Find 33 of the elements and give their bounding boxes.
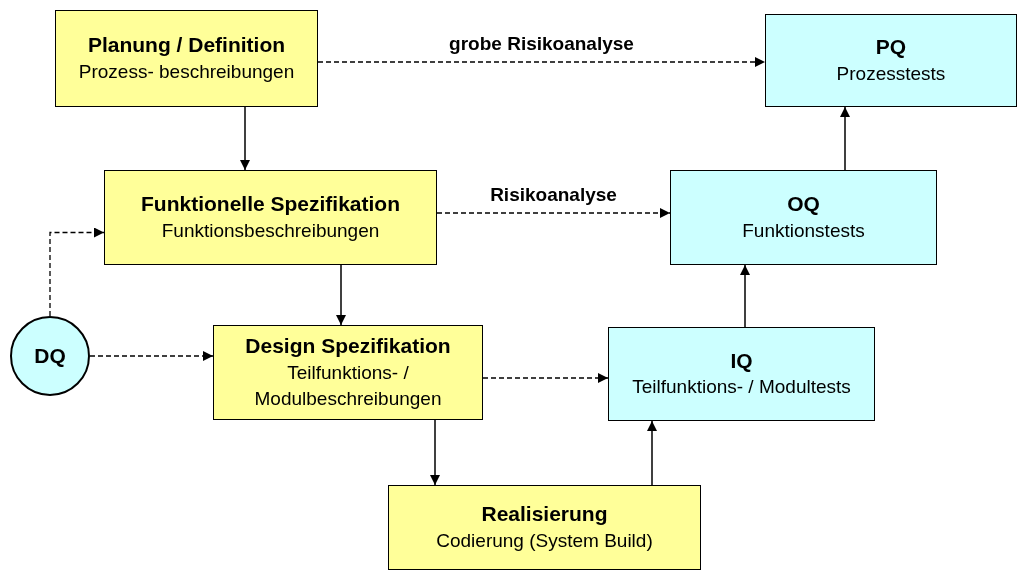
box-description: Codierung (System Build) (435, 528, 654, 553)
arrow (840, 106, 850, 171)
box-heading: OQ (787, 191, 820, 218)
box-description: Prozesstests (835, 61, 947, 86)
box-heading: Design Spezifikation (245, 333, 451, 360)
box-heading: IQ (730, 347, 753, 374)
dashed-arrow (436, 208, 671, 218)
box-heading: Planung / Definition (87, 32, 286, 59)
box-heading: Funktionelle Spezifikation (141, 191, 400, 218)
arrow (647, 420, 657, 486)
process-box (388, 485, 701, 570)
process-box (213, 325, 483, 420)
box-description: Funktionsbeschreibungen (160, 218, 381, 243)
dashed-arrow (89, 351, 214, 361)
box-heading: DQ (34, 342, 66, 369)
dashed-arrow (49, 227, 105, 317)
arrow (430, 419, 440, 486)
arrow (240, 106, 250, 171)
process-box (608, 327, 875, 421)
process-box (55, 10, 318, 107)
process-box (670, 170, 937, 265)
box-description: Funktionstests (741, 218, 866, 243)
box-description: Prozess- beschreibungen (77, 59, 296, 84)
dashed-arrow (482, 373, 609, 383)
dashed-arrow (317, 57, 766, 67)
arrow (336, 264, 346, 326)
box-description: Teilfunktions- / Modulbeschreibungen (253, 360, 443, 411)
process-box (765, 14, 1017, 107)
box-heading: Realisierung (481, 501, 608, 528)
box-description: Teilfunktions- / Modultests (631, 375, 852, 400)
box-heading: PQ (875, 34, 907, 61)
arrow (740, 264, 750, 328)
process-box (104, 170, 437, 265)
